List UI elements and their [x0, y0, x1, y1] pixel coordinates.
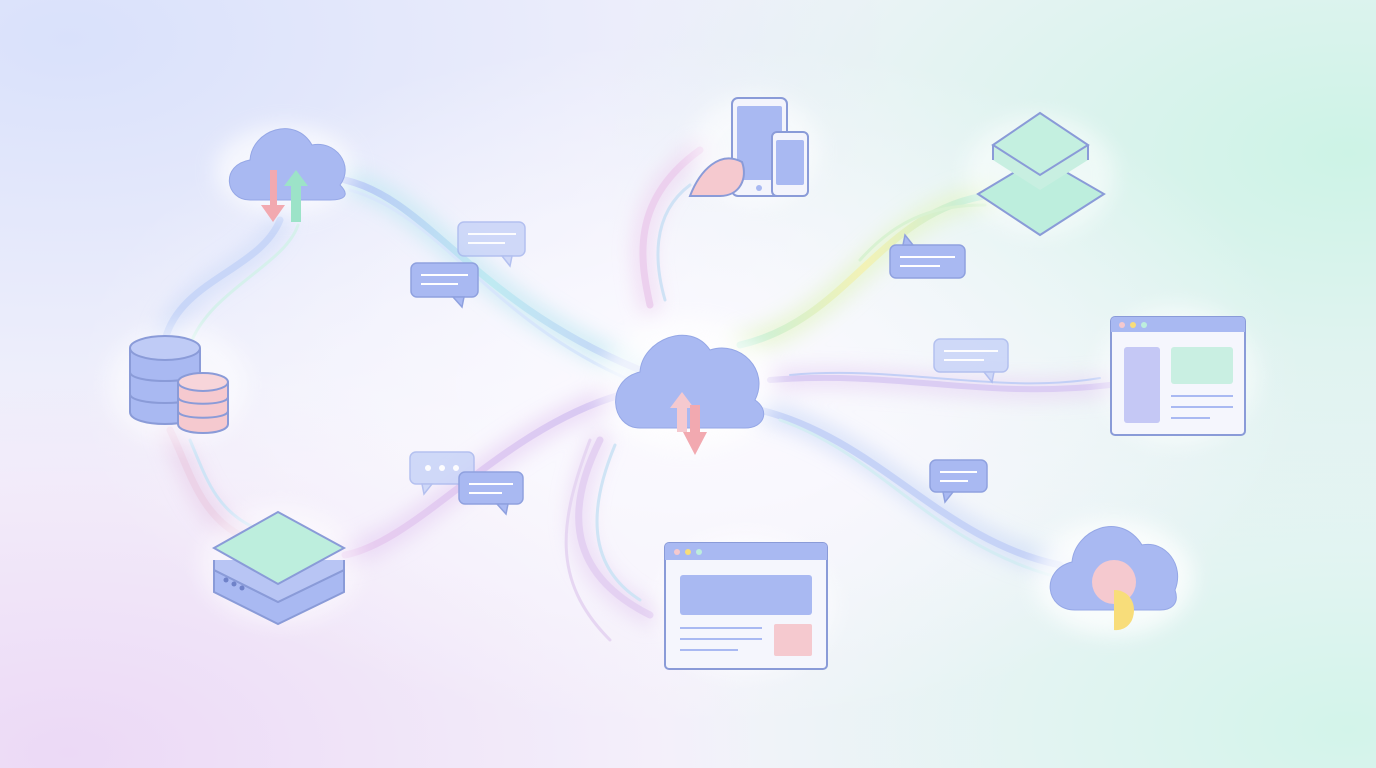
cloud-upload-download-icon [228, 128, 346, 222]
mobile-tablet-icon [688, 97, 809, 197]
layers-node [965, 111, 1115, 237]
server-icon [211, 510, 347, 626]
path-central-to-devices [639, 146, 704, 309]
path-central-to-layers [736, 191, 994, 349]
chat-bubble-icon [889, 233, 966, 279]
database-node [108, 325, 248, 445]
path-cloud-to-central [341, 176, 644, 374]
central-cloud-node [598, 320, 778, 455]
browser-window-icon [1110, 316, 1246, 436]
path-central-to-browser [767, 374, 1113, 393]
browser-window-icon [664, 542, 828, 670]
chat-bubble-icon [929, 459, 988, 504]
path-central-to-cloud-sun [756, 406, 1064, 569]
chat-bubble-icon [458, 471, 524, 516]
cloud-top-left-node [215, 125, 355, 222]
chat-bubble-icon [410, 262, 479, 309]
path-cloud-to-database [161, 216, 284, 344]
chat-bubble-icon [457, 221, 526, 268]
path-central-to-browser-bottom [575, 436, 654, 619]
devices-node [688, 95, 820, 205]
layers-icon [976, 111, 1106, 237]
message-bubbles [409, 221, 1009, 516]
typing-bubble-icon [409, 451, 475, 496]
cloud-sun-icon [1049, 526, 1179, 631]
chat-bubble-icon [933, 338, 1009, 384]
cloud-sync-icon [615, 334, 765, 455]
browser-right-node [1098, 305, 1258, 445]
database-pink-icon [177, 372, 229, 434]
cloud-bottom-right-node [1034, 520, 1194, 636]
browser-bottom-node [656, 535, 836, 675]
server-node [200, 505, 360, 626]
